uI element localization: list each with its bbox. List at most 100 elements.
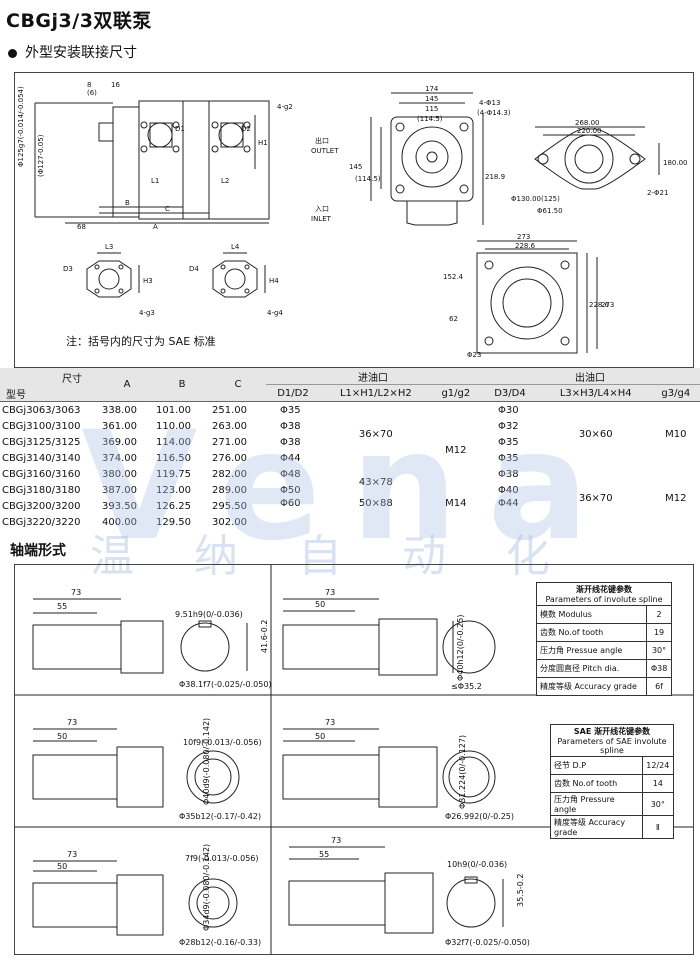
- dim-4-g2: 4-g2: [277, 103, 293, 111]
- col-b: B: [154, 368, 210, 402]
- p3-d2: Φ35b12(-0.17/-0.42): [179, 812, 261, 821]
- dim-152-4: 152.4: [443, 273, 464, 281]
- p4-d2: Φ26.992(0/-0.25): [445, 812, 514, 821]
- p2-l1: 73: [325, 588, 335, 597]
- p1-d: Φ38.1f7(-0.025/-0.050): [179, 680, 272, 689]
- dim-d1: D1: [175, 125, 185, 133]
- col-c: C: [210, 368, 266, 402]
- p5-l2: 50: [57, 862, 67, 871]
- dim-c: C: [165, 205, 170, 213]
- merged-g34-b: M12: [665, 492, 687, 504]
- dim-4-13: 4-Φ13: [479, 99, 500, 107]
- dim-d4: D4: [189, 265, 199, 273]
- p1-l2: 55: [57, 602, 67, 611]
- col-size: 尺寸: [62, 374, 82, 385]
- dim-115: 115: [425, 105, 438, 113]
- merged-g34-a: M10: [665, 428, 687, 440]
- col-a: A: [100, 368, 154, 402]
- dim-4-g3: 4-g3: [139, 309, 155, 317]
- dim-273-v: 273: [601, 301, 614, 309]
- dim-l3: L3: [105, 243, 113, 251]
- merged-lh34-b: 36×70: [578, 492, 613, 504]
- p5-d1: Φ34d9(-0.080/-0.142): [202, 844, 211, 931]
- dim-16: 16: [111, 81, 120, 89]
- merged-lh12-b: 43×78: [358, 476, 393, 488]
- label-outlet-en: OUTLET: [311, 147, 339, 155]
- label-outlet-cn: 出口: [315, 136, 329, 145]
- col-lh34: L3×H3/L4×H4: [539, 384, 652, 402]
- dim-4-g4: 4-g4: [267, 309, 283, 317]
- dim-180: 180.00: [663, 159, 688, 167]
- p3-d1: Φ40d9(-0.080/-0.142): [202, 718, 211, 805]
- p1-l1: 73: [71, 588, 81, 597]
- table-row: 分度圆直径 Pitch dia.Φ38: [535, 659, 672, 678]
- col-model: 型号: [6, 390, 26, 401]
- dim-a: A: [153, 223, 158, 231]
- dim-68: 68: [77, 223, 86, 231]
- page-title: CBGj3/3双联泵: [6, 10, 152, 32]
- p1-key: 9.51h9(0/-0.036): [175, 610, 243, 619]
- p5-l1: 73: [67, 850, 77, 859]
- col-outlet: 出油口: [480, 368, 700, 385]
- dim-114-5-v: (114.5): [355, 175, 381, 183]
- p2-l2: 50: [315, 600, 325, 609]
- p3-l1: 73: [67, 718, 77, 727]
- section-heading: 外型安装联接尺寸: [8, 42, 137, 62]
- dim-61-5: Φ61.50: [537, 207, 563, 215]
- col-lh12: L1×H1/L2×H2: [319, 384, 432, 402]
- dim-b: B: [125, 199, 130, 207]
- dim-62: 62: [449, 315, 458, 323]
- dim-228-6-v: 228.6: [589, 301, 610, 309]
- col-g12: g1/g2: [431, 384, 481, 402]
- dim-273: 273: [517, 233, 530, 241]
- dim-2-21: 2-Φ21: [647, 189, 668, 197]
- dim-l2: L2: [221, 177, 229, 185]
- label-inlet-cn: 入口: [315, 205, 329, 213]
- p6-l1: 73: [331, 836, 341, 845]
- merged-lh34-a: 30×60: [578, 428, 613, 440]
- merged-lh12-a: 36×70: [358, 428, 393, 440]
- p6-h: 35.5-0.2: [516, 874, 525, 907]
- merged-g12-a: M12: [445, 444, 467, 456]
- section-heading-text: 外型安装联接尺寸: [25, 45, 137, 61]
- col-d12: D1/D2: [266, 384, 320, 402]
- dim-228-6: 228.6: [515, 242, 536, 250]
- col-d34: D3/D4: [480, 384, 540, 402]
- p2-d2: ≤Φ35.2: [451, 682, 482, 691]
- col-inlet: 进油口: [266, 368, 481, 385]
- dim-h4: H4: [269, 277, 279, 285]
- shaft-section-title: 轴端形式: [10, 543, 66, 559]
- p4-l1: 73: [325, 718, 335, 727]
- p6-key: 10h9(0/-0.036): [447, 860, 507, 869]
- dim-127: (Φ127-0.05): [37, 134, 45, 177]
- shaft-drawings: 73 55 9.51h9(0/-0.036) 41.6-0.2 Φ38.1f7(…: [15, 565, 693, 954]
- p3-key: 10f9(-0.013/-0.056): [183, 738, 262, 747]
- dim-4-14-3: (4-Φ14.3): [477, 109, 511, 117]
- dim-l1: L1: [151, 177, 159, 185]
- p5-d2: Φ28b12(-0.16/-0.33): [179, 938, 261, 947]
- merged-g12-b: M14: [445, 498, 467, 509]
- p4-l2: 50: [315, 732, 325, 741]
- dim-130: Φ130.00(125): [511, 195, 560, 203]
- dim-8: 8: [87, 81, 91, 89]
- p6-l2: 55: [319, 850, 329, 859]
- installation-drawing-frame: 8 (6) 16 4-g2 Φ125g7(-0.014/-0.054) (Φ12…: [14, 72, 694, 368]
- dim-h3: H3: [143, 277, 153, 285]
- p3-l2: 50: [57, 732, 67, 741]
